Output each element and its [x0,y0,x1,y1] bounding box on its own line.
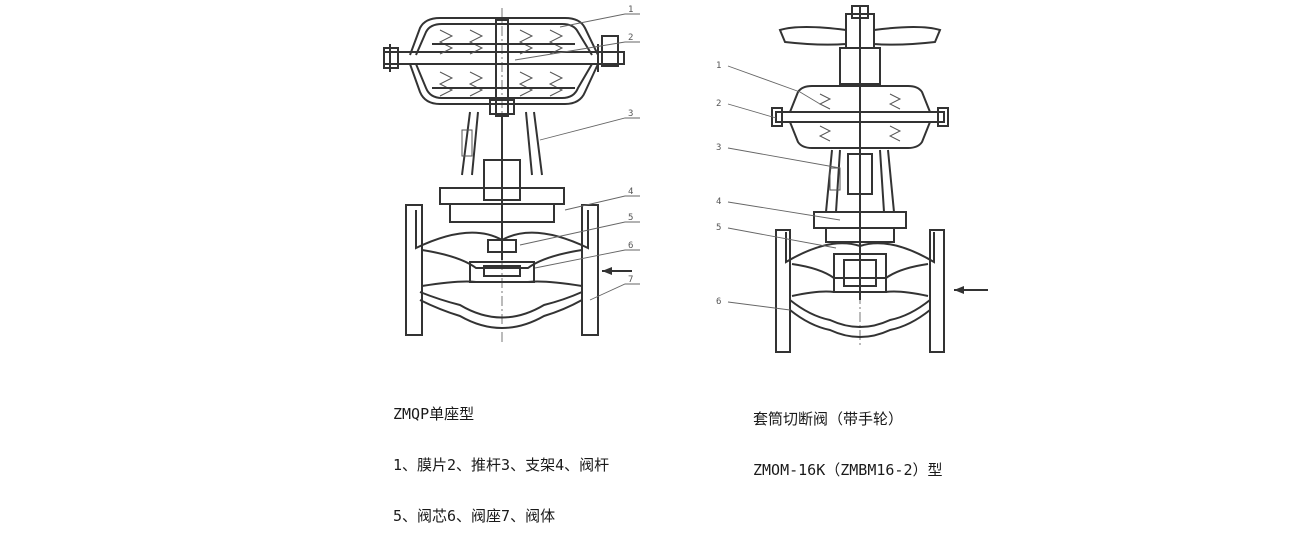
left-part-4: 4 [628,187,633,197]
left-caption-title: ZMQP单座型 [393,405,475,423]
left-part-6: 6 [628,241,633,251]
left-caption: ZMQP单座型 1、膜片2、推杆3、支架4、阀杆 5、阀芯6、阀座7、阀体 [393,372,609,542]
left-caption-line1: 1、膜片2、推杆3、支架4、阀杆 [393,456,610,474]
left-caption-line2: 5、阀芯6、阀座7、阀体 [393,507,556,525]
right-part-6: 6 [716,297,721,307]
right-part-4: 4 [716,197,721,207]
left-part-1: 1 [628,5,633,15]
valve-drawings: 1 2 3 4 5 6 7 [383,5,988,353]
right-caption-title: 套筒切断阀（带手轮） [753,410,904,428]
left-part-7: 7 [628,275,633,285]
left-part-2: 2 [628,33,633,43]
right-part-2: 2 [716,99,721,109]
left-part-numbers: 1 2 3 4 5 6 7 [628,5,633,285]
right-part-1: 1 [716,61,721,71]
left-part-5: 5 [628,213,633,223]
right-caption-line1: ZMOM-16K（ZMBM16-2）型 [753,461,943,479]
left-valve-drawing [383,8,640,345]
right-valve-drawing [727,5,988,353]
right-part-3: 3 [716,143,721,153]
right-caption: 套筒切断阀（带手轮） ZMOM-16K（ZMBM16-2）型 [753,377,943,496]
right-part-5: 5 [716,223,721,233]
left-part-3: 3 [628,109,633,119]
right-part-numbers: 1 2 3 4 5 6 [716,61,721,307]
